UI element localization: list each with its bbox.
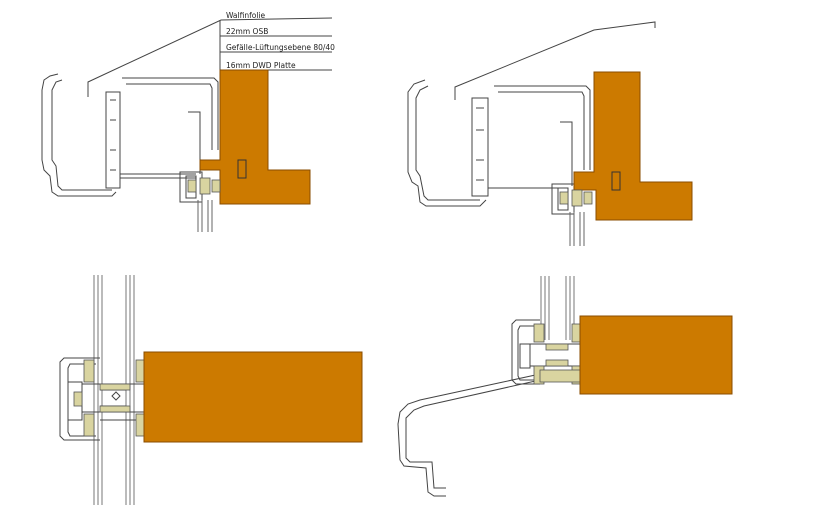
layer-label-dwd-board: 16mm DWD Platte xyxy=(226,61,296,70)
timber-bottom-right xyxy=(579,315,733,395)
detail-top-right xyxy=(407,21,656,246)
layer-label-osb: 22mm OSB xyxy=(226,27,269,36)
timber-top-left xyxy=(199,69,311,205)
layer-label-ventilation: Gefälle-Lüftungsebene 80/40 xyxy=(226,43,335,52)
timber-top-right xyxy=(573,71,693,221)
detail-top-left xyxy=(41,17,333,232)
gaskets-top-left xyxy=(187,177,221,195)
gaskets-bottom-right xyxy=(533,323,583,385)
timber-bottom-left xyxy=(143,351,363,443)
layer-label-waterproofing: Walfinfolie xyxy=(226,11,266,20)
gaskets-top-right xyxy=(559,189,593,207)
